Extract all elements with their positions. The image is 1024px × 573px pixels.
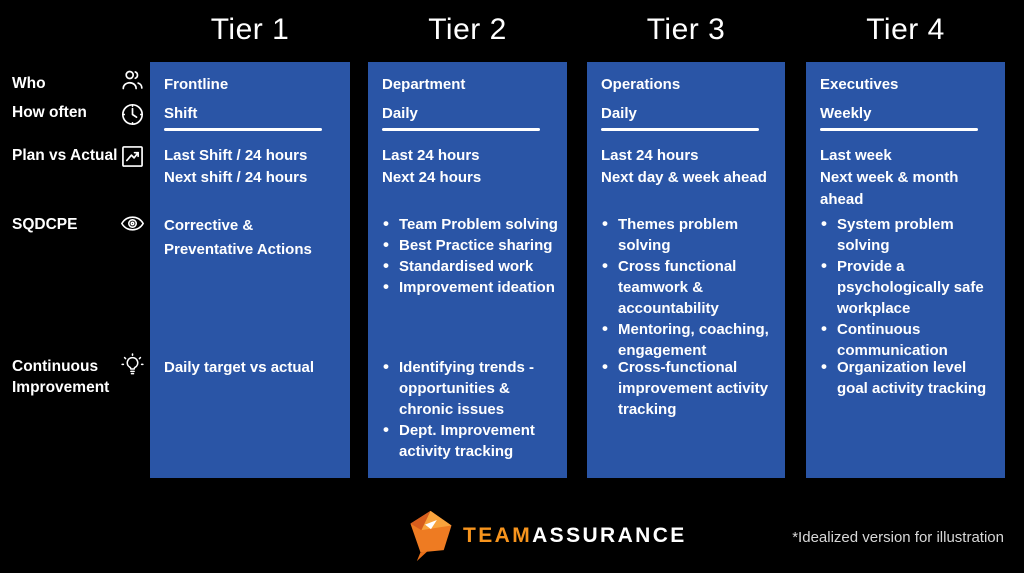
plan-line: Last 24 hours [601,147,699,164]
tier-1-frequency: Shift [164,105,198,122]
bullet-item: Cross functional teamwork & accountabili… [601,255,777,319]
logo-text-assurance: ASSURANCE [532,524,687,547]
bullet-item: Identifying trends - opportunities & chr… [382,356,559,420]
tier-4-sqdcpe-list: System problem solving Provide a psychol… [820,213,997,361]
bullet-item: Best Practice sharing [382,234,559,256]
footnote: *Idealized version for illustration [792,529,1004,546]
plan-line: Next shift / 24 hours [164,169,308,186]
tier-1-who: Frontline [164,76,229,93]
tier-2-column: Department Daily Last 24 hours Next 24 h… [368,62,567,478]
row-label-who: Who [12,75,46,92]
tier-4-who: Executives [820,76,899,93]
plan-line: Next week & month ahead [820,169,959,208]
bullet-item: Mentoring, coaching, engagement [601,318,777,361]
tier-2-who: Department [382,76,466,93]
divider [164,128,322,131]
row-label-sqdcpe: SQDCPE [12,216,78,233]
trend-chart-icon [119,143,146,170]
row-label-plan-vs-actual: Plan vs Actual [12,147,118,164]
row-label-continuous-improvement: Continuous Improvement [12,358,110,396]
plan-line: Next 24 hours [382,169,482,186]
tier-3-who: Operations [601,76,681,93]
plan-line: Next day & week ahead [601,169,767,186]
plan-line: Last week [820,147,892,164]
tier-3-column: Operations Daily Last 24 hours Next day … [587,62,785,478]
divider [382,128,540,131]
tier-1-title: Tier 1 [210,13,290,46]
row-label-how-often: How often [12,104,87,121]
bullet-item: Standardised work [382,255,559,277]
bullet-item: Continuous communication [820,318,997,361]
lightbulb-icon [119,352,146,379]
bullet-item: Cross-functional improvement activity tr… [601,356,777,420]
bullet-item: Dept. Improvement activity tracking [382,419,559,462]
tier-4-column: Executives Weekly Last week Next week & … [806,62,1005,478]
divider [820,128,978,131]
tier-2-frequency: Daily [382,105,418,122]
tier-1-continuous-improvement: Daily target vs actual [164,359,315,376]
bullet-item: System problem solving [820,213,997,256]
tier-1-plan-vs-actual: Last Shift / 24 hours Next shift / 24 ho… [164,145,342,189]
tier-4-frequency: Weekly [820,105,872,122]
tier-4-title: Tier 4 [866,13,945,46]
eye-icon [119,210,146,237]
people-icon [119,66,146,93]
plan-line: Last Shift / 24 hours [164,147,308,164]
teamassurance-kite-icon [410,510,452,562]
tier-2-continuous-improvement-list: Identifying trends - opportunities & chr… [382,356,559,462]
divider [601,128,759,131]
tier-1-sqdcpe: Corrective & Preventative Actions [164,217,312,258]
bullet-item: Provide a psychologically safe workplace [820,255,997,319]
tier-1-column: Frontline Shift Last Shift / 24 hours Ne… [150,62,350,478]
tier-3-continuous-improvement-list: Cross-functional improvement activity tr… [601,356,777,420]
tier-3-title: Tier 3 [646,13,726,46]
bullet-item: Organization level goal activity trackin… [820,356,997,399]
teamassurance-wordmark: TEAMASSURANCE [463,524,687,548]
teamassurance-logo: TEAMASSURANCE [407,510,687,562]
bullet-item: Themes problem solving [601,213,777,256]
tier-2-title: Tier 2 [428,13,507,46]
bullet-item: Team Problem solving [382,213,559,235]
clock-icon [119,101,146,128]
tier-4-continuous-improvement-list: Organization level goal activity trackin… [820,356,997,399]
logo-text-team: TEAM [463,524,533,547]
tier-3-plan-vs-actual: Last 24 hours Next day & week ahead [601,145,777,189]
tier-3-frequency: Daily [601,105,637,122]
plan-line: Last 24 hours [382,147,480,164]
tier-3-sqdcpe-list: Themes problem solving Cross functional … [601,213,777,361]
bullet-item: Improvement ideation [382,276,559,298]
tier-4-plan-vs-actual: Last week Next week & month ahead [820,145,997,211]
tier-2-sqdcpe-list: Team Problem solving Best Practice shari… [382,213,559,298]
tier-2-plan-vs-actual: Last 24 hours Next 24 hours [382,145,559,189]
